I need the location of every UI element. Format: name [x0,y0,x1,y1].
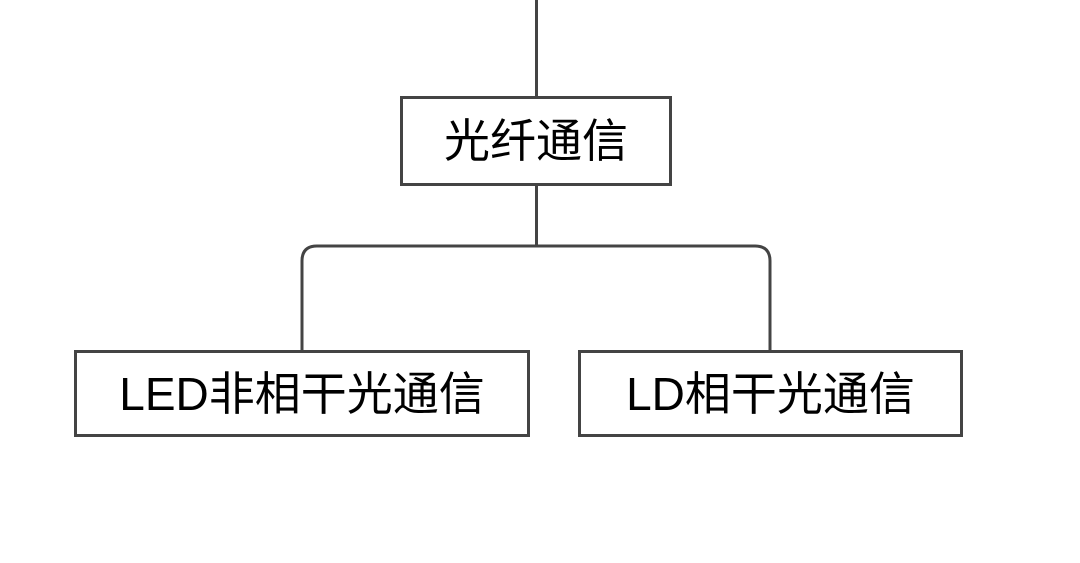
edge-root-ld-line [536,244,772,350]
node-label: LED非相干光通信 [119,367,485,420]
edge-root-led-line [300,244,537,350]
node-label: LD相干光通信 [626,367,915,420]
node-ld-coherent-optical-communication[interactable]: LD相干光通信 [578,350,963,437]
node-label: 光纤通信 [444,115,628,167]
node-led-incoherent-optical-communication[interactable]: LED非相干光通信 [74,350,530,437]
node-optical-fiber-communication[interactable]: 光纤通信 [400,96,672,186]
